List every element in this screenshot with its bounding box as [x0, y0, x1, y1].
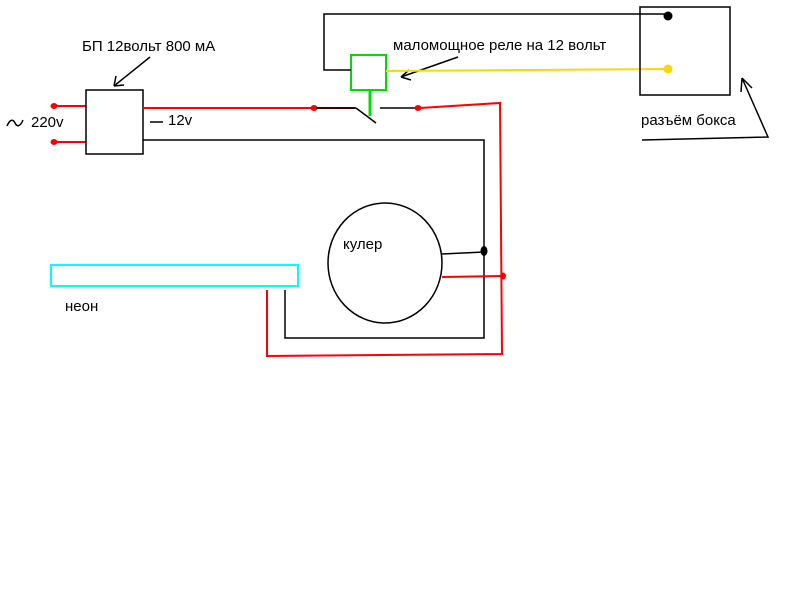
power-supply-box	[85, 89, 144, 155]
negative-wire-psu	[143, 139, 485, 339]
cooler-negative-lead	[441, 251, 485, 255]
relay-coil	[350, 54, 387, 91]
cooler-fan	[327, 202, 443, 324]
power-supply-label: БП 12вольт 800 мА	[82, 38, 216, 55]
signal-wire	[385, 68, 667, 72]
switch-terminal-left	[310, 105, 318, 111]
box-connector-pin-signal	[663, 64, 673, 74]
output-voltage-label: 12v	[168, 112, 193, 129]
neon-label: неон	[65, 298, 99, 315]
power-supply-label-arrow	[113, 56, 151, 87]
neon-tube	[50, 264, 299, 287]
cooler-label: кулер	[343, 236, 383, 253]
cooler-positive-junction	[500, 272, 506, 280]
mains-voltage-label: 220v	[31, 114, 64, 131]
box-connector-pin-negative	[663, 11, 673, 21]
switch-terminal-right	[414, 105, 422, 111]
box-connector-label-arrow	[641, 77, 770, 141]
cooler-negative-junction	[480, 246, 488, 256]
relay-coil-negative-wire	[323, 13, 667, 71]
mains-terminal-bottom	[50, 139, 58, 145]
ac-symbol	[6, 119, 24, 127]
relay-switch-blade	[355, 107, 377, 124]
positive-wire-switch-to-right	[266, 101, 504, 358]
mains-input	[6, 103, 86, 145]
mains-terminal-top	[50, 103, 58, 109]
relay-label: маломощное реле на 12 вольт	[393, 37, 607, 54]
box-connector-label: разъём бокса	[641, 112, 736, 129]
cooler-positive-lead	[441, 275, 503, 278]
relay-label-arrow	[400, 56, 459, 81]
box-connector	[639, 6, 731, 96]
